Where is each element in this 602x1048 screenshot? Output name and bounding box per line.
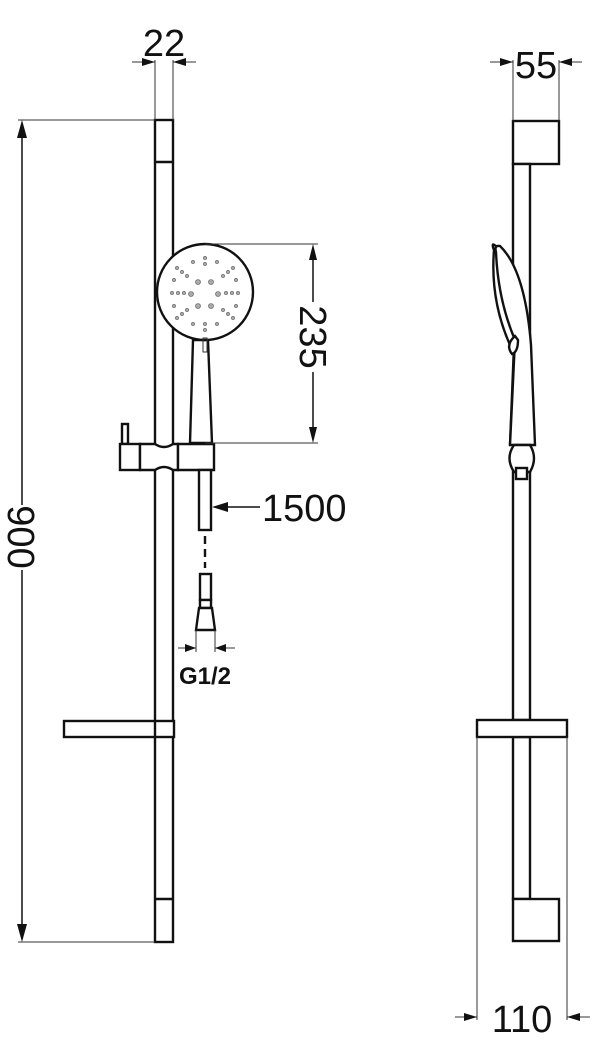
handshower-side	[491, 243, 537, 481]
dim-connection-thread: G1/2	[178, 630, 235, 690]
dim-handshower-length: 235	[205, 243, 333, 444]
slide-rail	[153, 118, 175, 944]
dim-depth-top: 55	[490, 45, 582, 121]
bottom-bracket	[511, 897, 561, 943]
dim-label-55: 55	[515, 45, 557, 87]
dim-label-g12: G1/2	[179, 663, 231, 690]
dim-label-900: 900	[0, 505, 41, 568]
slider-holder	[118, 422, 216, 472]
dim-rail-height: 900	[0, 119, 155, 943]
dim-label-110: 110	[492, 999, 553, 1041]
soap-dish	[62, 719, 176, 739]
front-view: 22 900 235 1500	[0, 23, 347, 944]
dim-hose-length: 1500	[212, 488, 347, 530]
spray-nozzles	[170, 256, 240, 332]
dim-rail-width: 22	[132, 23, 196, 120]
dim-label-1500: 1500	[262, 488, 347, 530]
hose	[194, 468, 217, 632]
side-soap-dish	[475, 718, 569, 739]
dim-depth-bottom: 110	[455, 737, 590, 1041]
side-view: 55 110	[455, 45, 590, 1041]
dim-label-235: 235	[291, 305, 333, 368]
dim-label-22: 22	[143, 23, 185, 65]
top-bracket	[511, 119, 561, 166]
